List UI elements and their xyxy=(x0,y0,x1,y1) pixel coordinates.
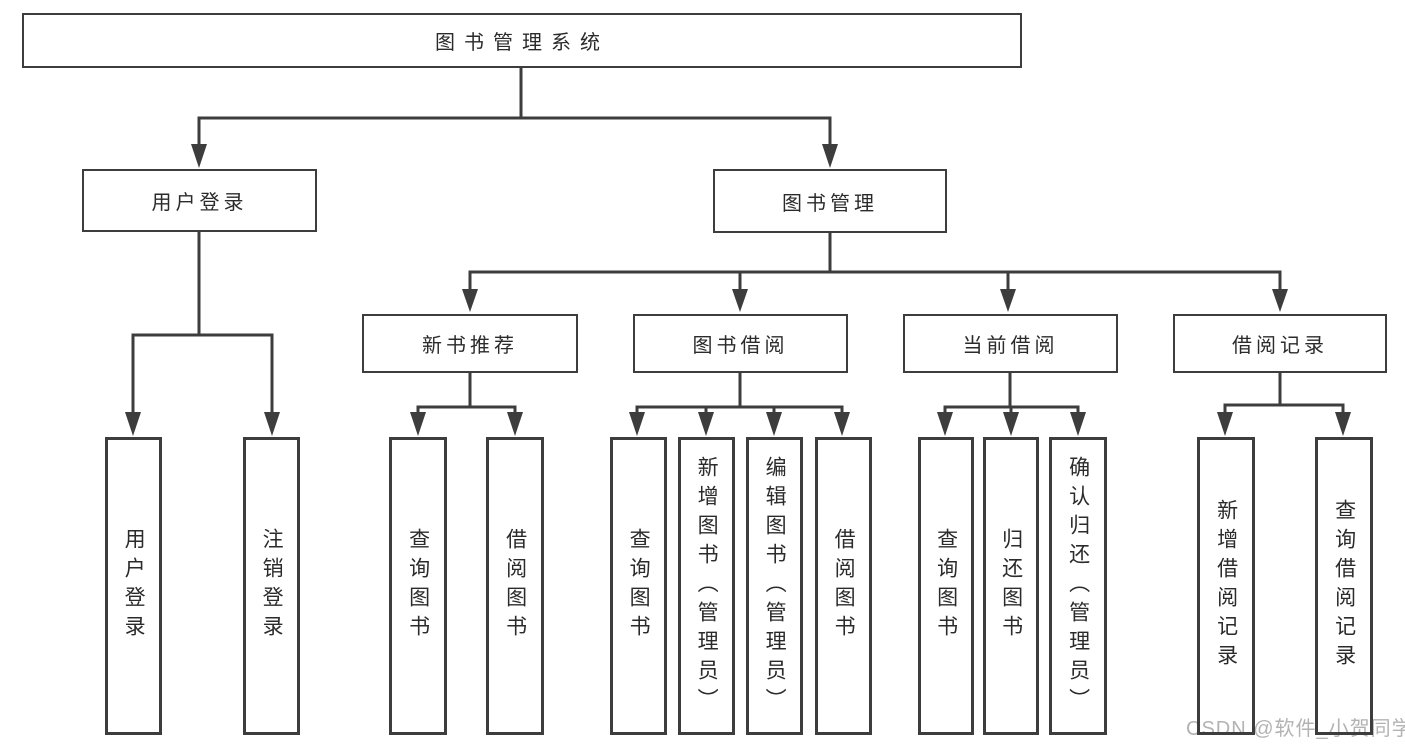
node-label: 借阅图书 xyxy=(832,528,856,644)
arrowhead xyxy=(834,412,850,436)
node-borrowing-records: 借阅记录 xyxy=(1173,314,1387,373)
leaf-logout: 注销登录 xyxy=(243,437,300,735)
node-label: 图书借阅 xyxy=(692,335,789,357)
arrowhead xyxy=(732,289,748,312)
arrowhead xyxy=(766,412,782,436)
connector-recommend-to-leaves xyxy=(416,371,517,416)
leaf-add-borrow-record: 新增借阅记录 xyxy=(1197,437,1255,735)
arrowhead xyxy=(822,144,838,168)
arrowhead xyxy=(1070,412,1086,436)
leaf-return-book: 归还图书 xyxy=(983,437,1039,735)
node-label: 确认归还（管理员） xyxy=(1066,455,1090,717)
arrowhead xyxy=(125,412,141,436)
node-label: 图书管理系统 xyxy=(435,32,609,54)
arrowhead xyxy=(698,412,714,436)
node-label: 用户登录 xyxy=(151,192,248,214)
connector-userlogin-to-leaves xyxy=(131,230,274,415)
connector-borrowing-to-leaves xyxy=(635,371,844,416)
leaf-user-login: 用户登录 xyxy=(105,437,162,735)
leaf-query-book-recommend: 查询图书 xyxy=(389,437,447,735)
node-label: 用户登录 xyxy=(122,528,146,644)
arrowhead xyxy=(1335,412,1351,436)
node-label: 查询图书 xyxy=(406,528,430,644)
arrowhead xyxy=(462,289,478,312)
node-user-login: 用户登录 xyxy=(82,169,317,232)
arrowhead xyxy=(1000,289,1016,312)
arrowhead xyxy=(191,144,207,168)
arrowhead xyxy=(507,412,523,436)
node-label: 借阅图书 xyxy=(503,528,527,644)
leaf-query-book-current: 查询图书 xyxy=(918,437,974,735)
arrowheads xyxy=(125,144,1351,436)
connector-records-to-leaves xyxy=(1223,371,1345,416)
arrowhead xyxy=(264,412,280,436)
connector-current-to-leaves xyxy=(943,371,1080,416)
node-label: 新书推荐 xyxy=(422,335,518,357)
leaf-confirm-return-admin: 确认归还（管理员） xyxy=(1049,437,1107,735)
node-current-borrowing: 当前借阅 xyxy=(903,314,1118,373)
node-label: 查询图书 xyxy=(934,528,958,644)
node-library-management-system: 图书管理系统 xyxy=(22,13,1022,68)
leaf-edit-book-admin: 编辑图书（管理员） xyxy=(746,437,803,735)
node-new-book-recommend: 新书推荐 xyxy=(362,314,578,373)
node-label: 新增图书（管理员） xyxy=(695,455,719,717)
leaf-add-book-admin: 新增图书（管理员） xyxy=(678,437,735,735)
node-label: 查询图书 xyxy=(627,528,651,644)
arrowhead xyxy=(937,412,953,436)
arrowhead xyxy=(1272,289,1288,312)
node-label: 编辑图书（管理员） xyxy=(763,455,787,717)
connector-root-to-level2 xyxy=(197,66,832,148)
node-label: 当前借阅 xyxy=(962,335,1059,357)
node-book-management: 图书管理 xyxy=(713,169,947,233)
arrowhead xyxy=(629,412,645,436)
arrowhead xyxy=(410,412,426,436)
node-book-borrowing: 图书借阅 xyxy=(633,314,848,373)
node-label: 图书管理 xyxy=(782,192,878,215)
node-label: 查询借阅记录 xyxy=(1332,499,1356,673)
leaf-query-book-borrowing: 查询图书 xyxy=(610,437,667,735)
leaf-borrow-book: 借阅图书 xyxy=(815,437,872,735)
arrowhead xyxy=(1217,412,1233,436)
leaf-query-borrow-record: 查询借阅记录 xyxy=(1315,437,1373,735)
leaf-borrow-book-recommend: 借阅图书 xyxy=(486,437,544,735)
node-label: 借阅记录 xyxy=(1232,335,1328,357)
node-label: 归还图书 xyxy=(999,528,1023,644)
node-label: 新增借阅记录 xyxy=(1214,499,1238,673)
arrowhead xyxy=(1003,412,1019,436)
node-label: 注销登录 xyxy=(260,528,284,644)
connector-bookmgmt-to-level3 xyxy=(468,231,1282,293)
